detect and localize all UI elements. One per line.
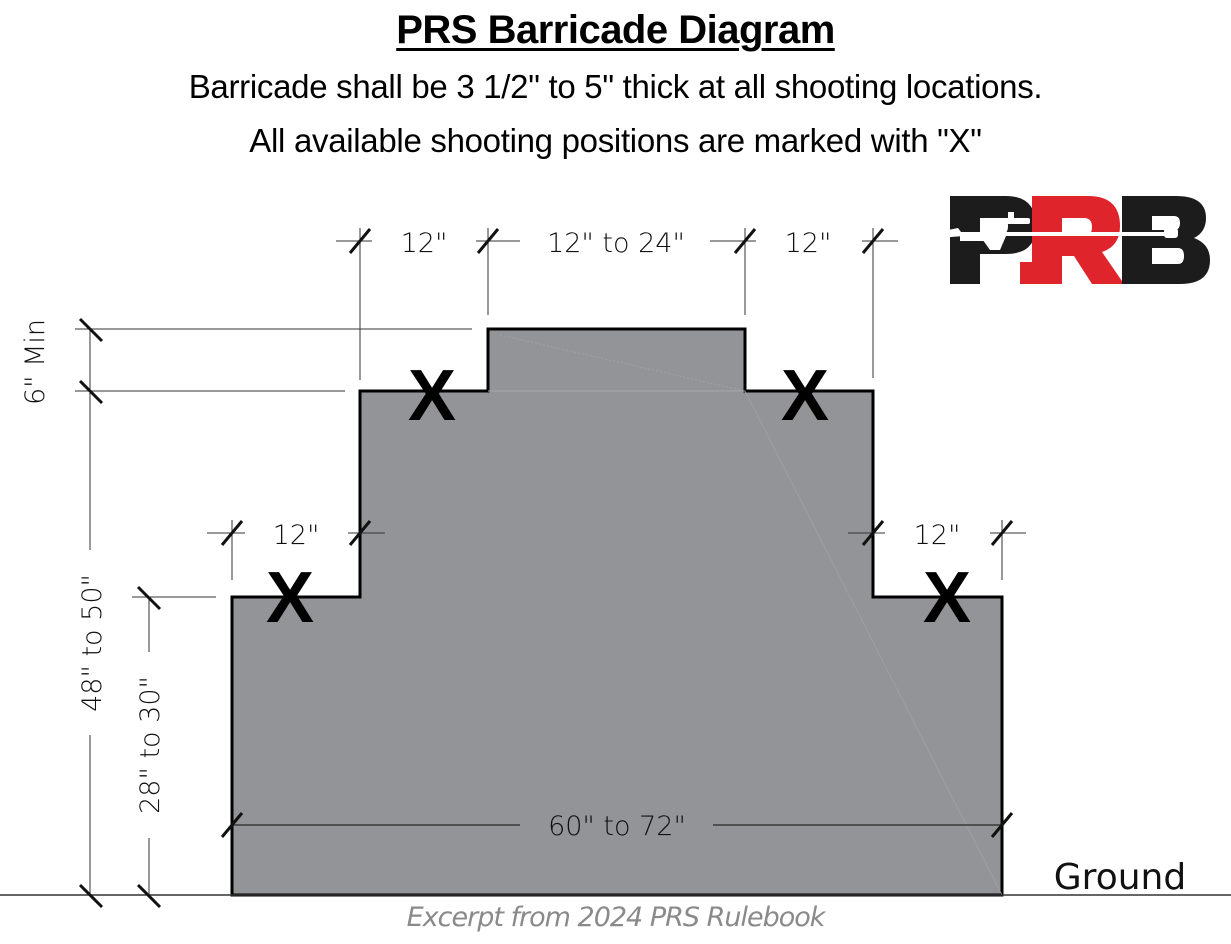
dim-lower-left-step: 12": [273, 520, 320, 551]
rifle-icon: [938, 212, 1178, 250]
shooting-position-lower-left: X: [266, 558, 314, 638]
tick-marks-left: [78, 317, 162, 909]
logo-letter-b: [1122, 196, 1210, 284]
ground-label: Ground: [1054, 857, 1186, 898]
shooting-position-lower-right: X: [923, 558, 971, 638]
tick-marks-lower: [220, 520, 1014, 546]
shooting-position-upper-right: X: [781, 356, 829, 436]
tick-marks-base: [220, 812, 1014, 838]
dim-lower-height: 28" to 30": [135, 676, 166, 814]
dim-top-right-step: 12": [785, 228, 832, 259]
logo-letter-r: [1020, 196, 1124, 284]
dim-base-width: 60" to 72": [548, 811, 686, 842]
dim-top-step-height: 6" Min: [20, 319, 51, 405]
positions-note: All available shooting positions are mar…: [249, 122, 982, 159]
dim-top-left-step: 12": [401, 228, 448, 259]
page-title: PRS Barricade Diagram: [396, 8, 835, 52]
thickness-requirement: Barricade shall be 3 1/2" to 5" thick at…: [188, 68, 1043, 105]
prb-logo: [938, 196, 1210, 284]
shooting-position-upper-left: X: [408, 356, 456, 436]
tick-marks-top: [348, 228, 885, 254]
dim-lower-right-step: 12": [914, 520, 961, 551]
dim-top-center: 12" to 24": [547, 228, 685, 259]
dim-upper-height: 48" to 50": [77, 574, 108, 712]
lower-dimension-row: [207, 520, 1026, 580]
source-caption: Excerpt from 2024 PRS Rulebook: [406, 902, 826, 933]
